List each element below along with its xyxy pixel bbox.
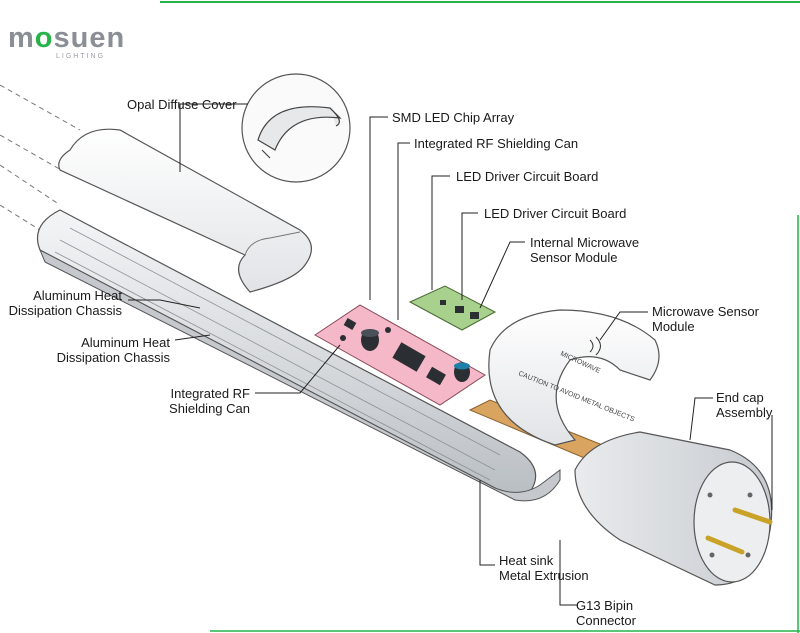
extrusion-fins — [54, 227, 501, 481]
cover-inner-edge — [244, 231, 301, 256]
leader-lines — [128, 103, 773, 606]
label-led-driver-board-2: LED Driver Circuit Board — [484, 206, 627, 221]
internal-sensor-pcb — [408, 285, 497, 331]
opal-diffuse-cover — [58, 128, 312, 293]
sensor-pcb-parts — [440, 300, 479, 319]
brand-logo: mosuen — [8, 22, 126, 54]
microwave-sensor-cover — [488, 309, 660, 446]
heatsink-extrusion — [39, 248, 561, 502]
end-cap-holes — [707, 492, 753, 558]
label-opal-diffuse-cover: Opal Diffuse Cover — [127, 97, 237, 112]
g13-bipins — [705, 507, 773, 555]
label-rf-shielding-can-top: Integrated RF Shielding Can — [414, 136, 579, 151]
pcb-components — [340, 318, 470, 386]
brand-tagline: LIGHTING — [56, 53, 106, 60]
label-led-driver-board-1: LED Driver Circuit Board — [456, 169, 599, 184]
microwave-wave-icon — [589, 336, 601, 356]
label-smd-led-chip-array: SMD LED Chip Array — [392, 110, 515, 125]
end-cap-face — [693, 461, 771, 583]
cover-profile-detail — [257, 106, 342, 159]
cover-detail-circle — [241, 73, 351, 183]
